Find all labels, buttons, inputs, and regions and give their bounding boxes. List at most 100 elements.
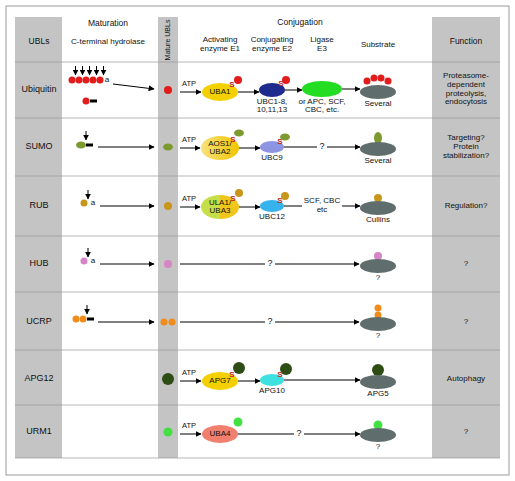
bound-ubl bbox=[233, 362, 245, 374]
substrate-ubl bbox=[374, 252, 382, 260]
node-label: UBC9 bbox=[252, 154, 292, 162]
function-column bbox=[432, 17, 500, 458]
node-shape bbox=[201, 136, 239, 160]
mature-ubl bbox=[164, 260, 172, 268]
atp-arrow bbox=[180, 381, 201, 382]
row-line bbox=[15, 118, 500, 119]
thioester-label: S bbox=[277, 80, 285, 89]
node-label: ? bbox=[368, 274, 388, 282]
mature-ubl bbox=[164, 86, 172, 94]
node-outline bbox=[360, 142, 396, 156]
cleavage-arrow bbox=[87, 305, 88, 314]
node-label: UBA1 bbox=[205, 88, 235, 96]
thioester-label: S bbox=[276, 197, 284, 206]
bound-ubl bbox=[235, 189, 243, 197]
node-label: UBA4 bbox=[205, 430, 235, 438]
cleavage-arrow bbox=[88, 190, 89, 199]
conjugation-arrow bbox=[342, 89, 360, 90]
row-label: HUB bbox=[16, 259, 62, 269]
thioester-label: S bbox=[229, 195, 237, 204]
column-header: Conjugating enzyme E2 bbox=[247, 36, 297, 54]
ubiquitin-fusion bbox=[83, 98, 90, 105]
conjugation-arrow bbox=[285, 90, 302, 91]
function-text: Proteasome-dependent proteolysis, endocy… bbox=[434, 72, 498, 107]
cleavage-arrow bbox=[75, 66, 76, 75]
column-header: C-terminal hydrolase bbox=[62, 38, 154, 47]
mature-column bbox=[158, 17, 178, 458]
row-line bbox=[15, 236, 500, 237]
node-label: UBC12 bbox=[252, 213, 292, 221]
substrate-ubl bbox=[374, 194, 382, 202]
function-text: Autophagy bbox=[434, 375, 498, 384]
node-shape bbox=[202, 425, 238, 443]
thioester-label: S bbox=[276, 371, 284, 380]
cleavage-site: a bbox=[89, 199, 97, 208]
node-label: ? bbox=[368, 332, 388, 340]
atp-label: ATP bbox=[179, 369, 199, 377]
atp-label: ATP bbox=[179, 80, 199, 88]
conjugation-arrow bbox=[239, 148, 260, 149]
mature-ubl bbox=[164, 428, 173, 437]
maturation-arrow bbox=[100, 264, 154, 265]
unknown-marker: ? bbox=[265, 317, 275, 327]
node-shape bbox=[360, 142, 396, 156]
column-header: Conjugation bbox=[250, 18, 350, 27]
edge-label: ? bbox=[294, 429, 304, 439]
column-header: UBLs bbox=[17, 37, 61, 46]
node-shape bbox=[360, 375, 396, 389]
conjugation-arrow bbox=[238, 92, 259, 93]
cleavage-arrow bbox=[103, 66, 104, 75]
row-separators bbox=[15, 62, 500, 458]
mature-ubl bbox=[169, 319, 176, 326]
substrate-ubl bbox=[375, 305, 382, 312]
node-shape bbox=[302, 81, 342, 97]
sumo-precursor bbox=[76, 142, 86, 149]
node-shape bbox=[360, 428, 396, 442]
node-label: APG10 bbox=[252, 387, 292, 395]
column-header: Function bbox=[436, 37, 496, 46]
substrate: APG5 bbox=[360, 375, 396, 389]
node-label: APG5 bbox=[356, 390, 400, 398]
node-label: or APC, SCF, CBC, etc. bbox=[292, 98, 352, 115]
row-label: UCRP bbox=[16, 317, 62, 327]
column-header: Substrate bbox=[353, 41, 403, 50]
function-text: ? bbox=[434, 260, 498, 269]
cleavage-arrow bbox=[89, 66, 90, 75]
ubiquitin-precursor bbox=[90, 77, 97, 84]
column-header: Mature UBLs bbox=[164, 20, 172, 61]
conjugation-arrow bbox=[239, 207, 260, 208]
substrate-ubl bbox=[385, 78, 392, 85]
substrate: ? bbox=[360, 428, 396, 442]
node-label: AOS1/ UBA2 bbox=[206, 140, 234, 157]
edge-label: ? bbox=[317, 142, 327, 152]
ubiquitin-precursor bbox=[69, 77, 76, 84]
cleavage-arrow bbox=[82, 66, 83, 75]
atp-label: ATP bbox=[179, 136, 199, 144]
bound-ubl bbox=[234, 418, 243, 427]
node-label: UBC1-8, 10,11,13 bbox=[246, 98, 298, 115]
atp-label: ATP bbox=[179, 422, 199, 430]
node-shape bbox=[360, 317, 396, 331]
cleavage-arrow bbox=[96, 66, 97, 75]
node-label: Several bbox=[356, 100, 400, 108]
node-outline bbox=[360, 85, 396, 99]
function-text: ? bbox=[434, 318, 498, 327]
row-label: APG12 bbox=[16, 374, 62, 384]
row-label: SUMO bbox=[16, 142, 62, 152]
thioester-label: S bbox=[228, 81, 236, 90]
unknown-marker: ? bbox=[265, 259, 275, 269]
cleaved-tail bbox=[87, 318, 94, 321]
node-shape bbox=[360, 259, 396, 273]
node-shape bbox=[360, 201, 396, 215]
thioester-label: S bbox=[276, 138, 284, 147]
row-label: RUB bbox=[16, 201, 62, 211]
cleavage-arrow bbox=[86, 131, 87, 140]
node-label: ULA1/ UBA3 bbox=[206, 199, 234, 216]
rub-precursor bbox=[81, 200, 88, 207]
substrate-ubl bbox=[364, 78, 371, 85]
substrate-ubl bbox=[371, 75, 378, 82]
cleavage-site: a bbox=[103, 76, 111, 85]
maturation-arrow bbox=[100, 206, 154, 207]
